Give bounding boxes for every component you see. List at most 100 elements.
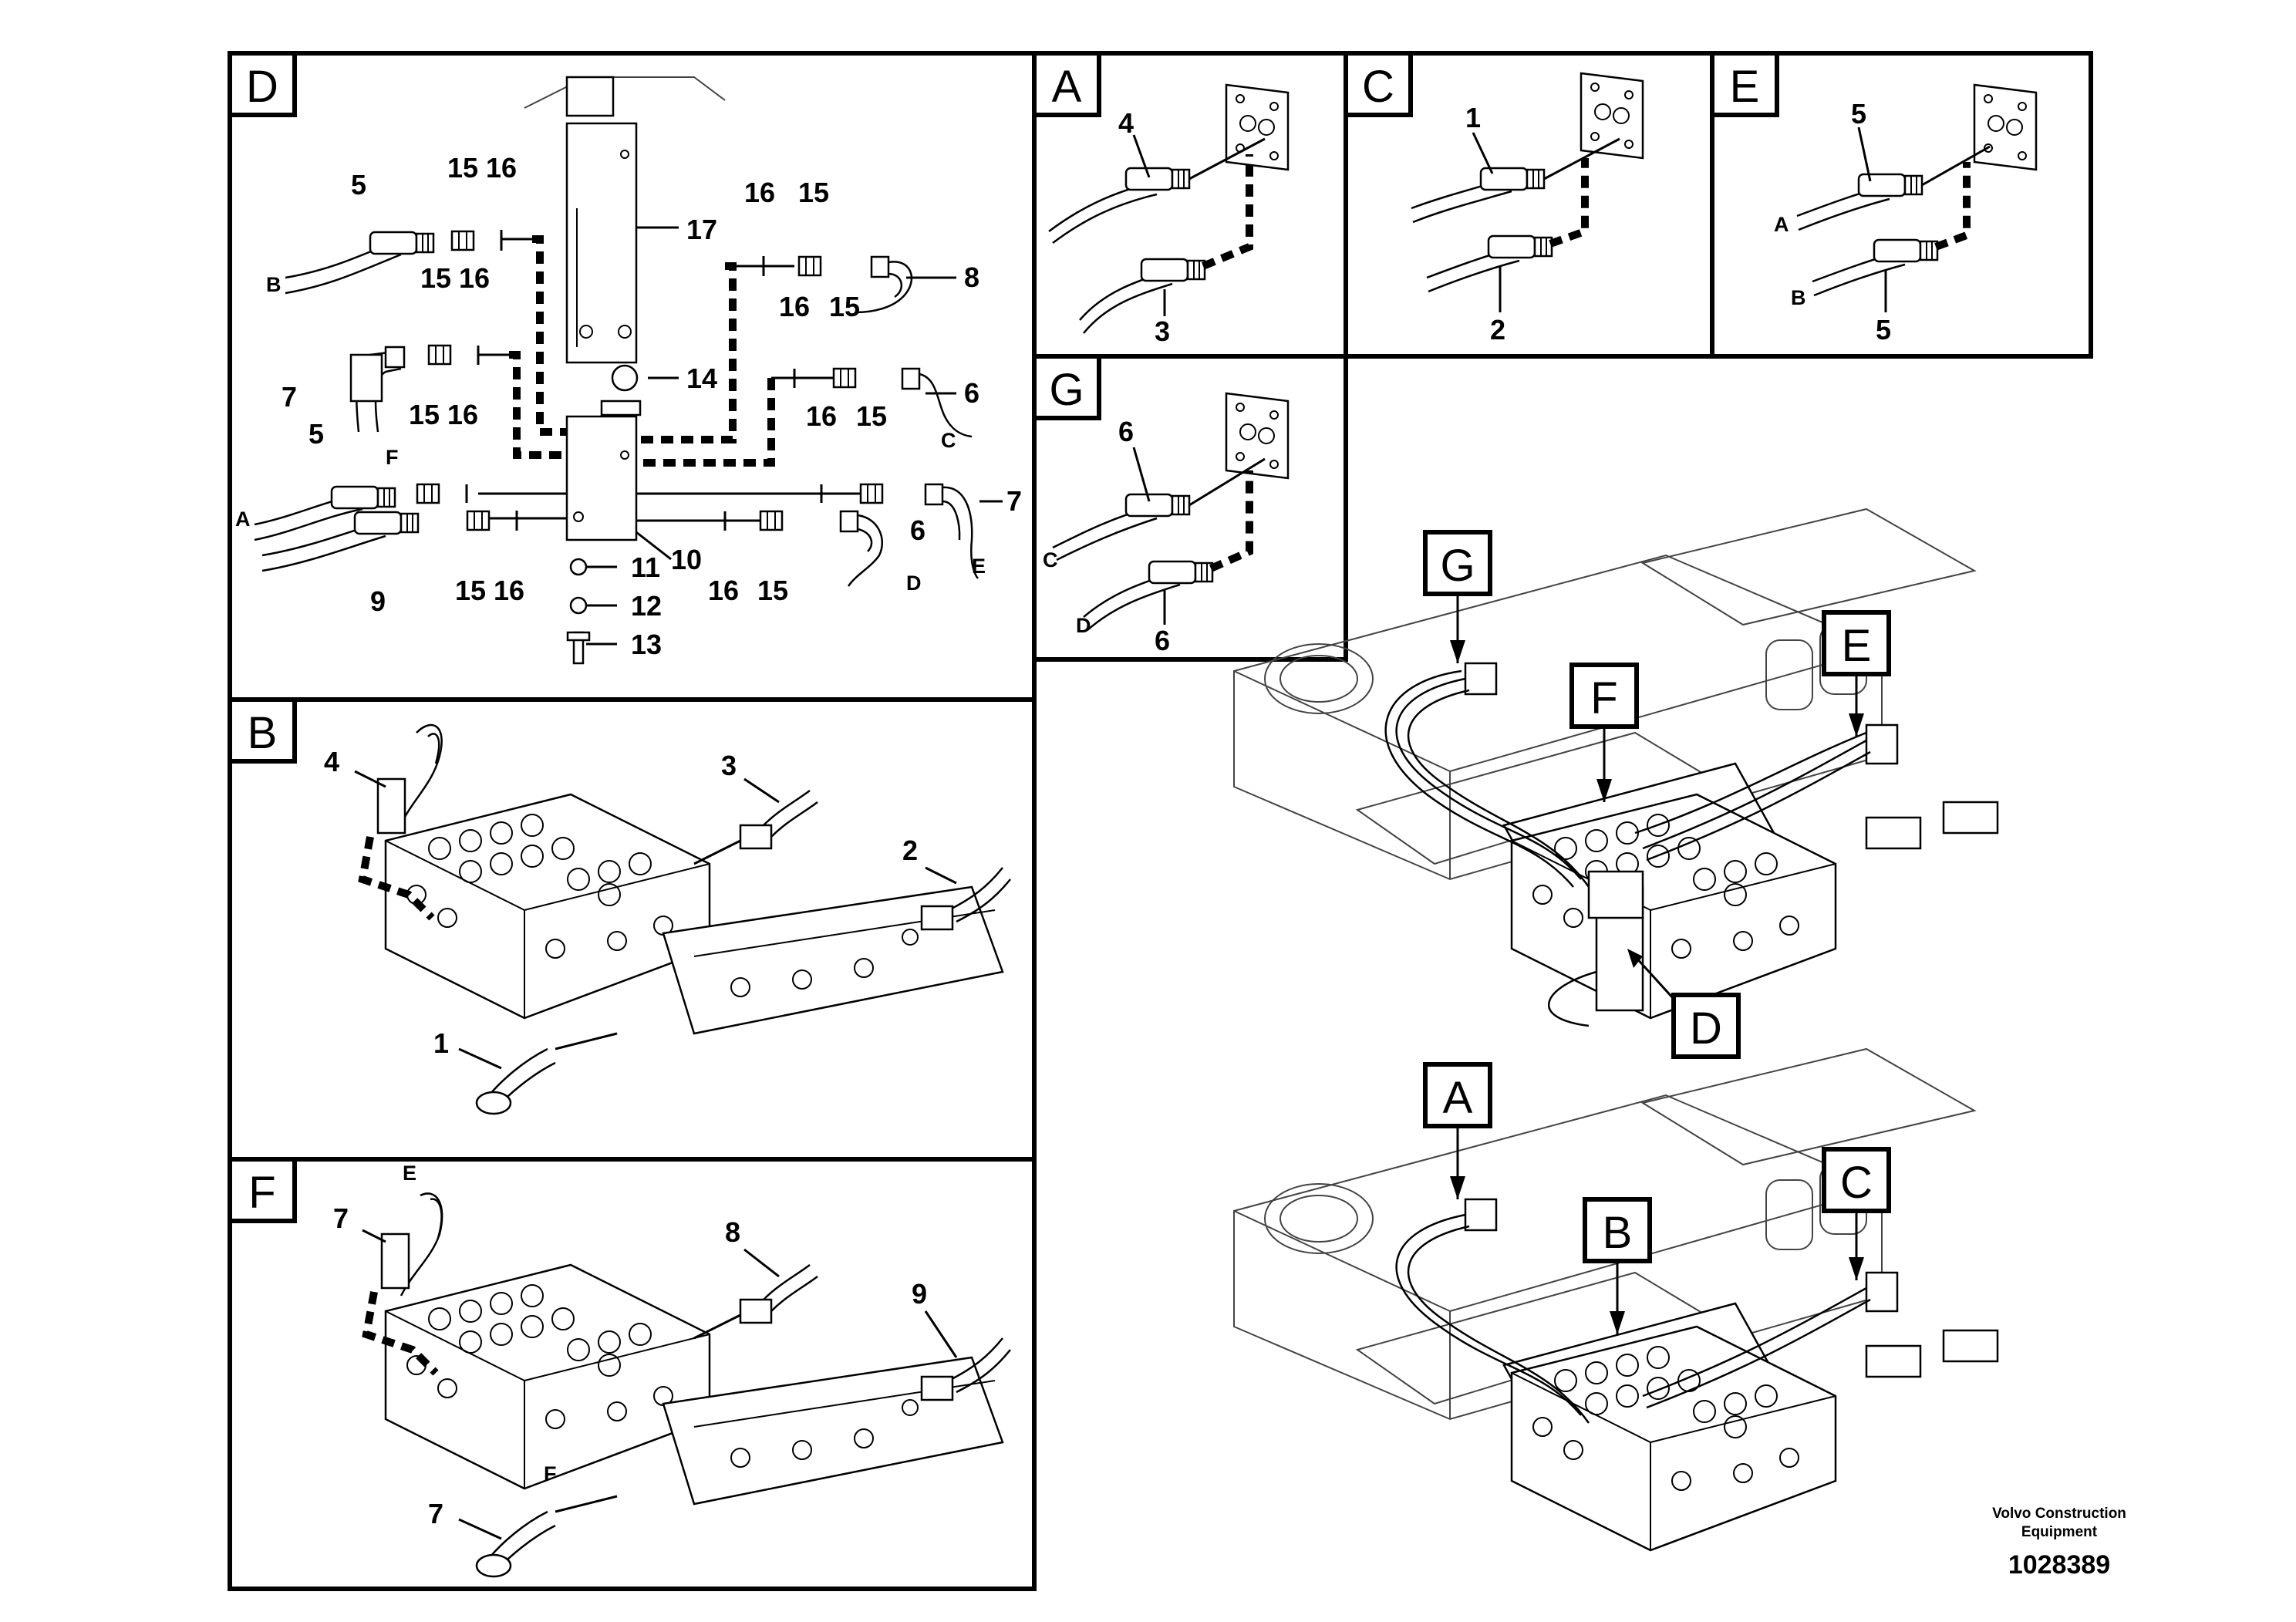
svg-text:D: D bbox=[906, 572, 922, 595]
svg-text:7: 7 bbox=[428, 1498, 443, 1529]
svg-text:E: E bbox=[1730, 62, 1760, 112]
svg-text:6: 6 bbox=[1155, 625, 1170, 656]
svg-text:E: E bbox=[972, 555, 986, 578]
svg-text:D: D bbox=[246, 62, 278, 112]
svg-text:5: 5 bbox=[1851, 98, 1866, 130]
svg-text:15: 15 bbox=[798, 177, 829, 208]
panel-f-drawing: 7 8 9 7 E F bbox=[333, 1162, 1011, 1578]
svg-text:F: F bbox=[544, 1462, 557, 1485]
svg-text:B: B bbox=[248, 708, 278, 758]
svg-text:14: 14 bbox=[686, 363, 717, 394]
overview-top-drawing: G F E D bbox=[1233, 508, 1999, 1059]
svg-text:C: C bbox=[1043, 548, 1058, 572]
svg-text:16: 16 bbox=[486, 152, 517, 184]
svg-text:6: 6 bbox=[964, 377, 979, 409]
svg-text:D: D bbox=[1076, 614, 1091, 637]
svg-text:16: 16 bbox=[447, 399, 478, 430]
panel-e-tag: E bbox=[1710, 51, 1779, 117]
svg-text:2: 2 bbox=[902, 835, 918, 866]
panel-g-frame bbox=[1032, 354, 1348, 662]
svg-text:C: C bbox=[1362, 62, 1394, 112]
svg-text:9: 9 bbox=[370, 585, 386, 617]
overview-callout-b: B bbox=[1583, 1197, 1652, 1334]
overview-callout-c: C bbox=[1822, 1147, 1891, 1280]
svg-text:7: 7 bbox=[1006, 485, 1022, 517]
svg-text:5: 5 bbox=[308, 418, 324, 450]
overview-bottom-drawing: A B C bbox=[1233, 1047, 1999, 1552]
company-line-2: Equipment bbox=[2021, 1524, 2098, 1540]
svg-text:13: 13 bbox=[631, 629, 662, 660]
svg-text:16: 16 bbox=[494, 575, 524, 606]
svg-text:F: F bbox=[386, 446, 399, 469]
svg-text:A: A bbox=[235, 508, 251, 531]
svg-text:C: C bbox=[941, 429, 956, 452]
drawing-number: 1028389 bbox=[2008, 1550, 2110, 1580]
footer: Volvo Construction Equipment 1028389 bbox=[1992, 1506, 2126, 1580]
panel-d-tag: D bbox=[228, 51, 297, 117]
svg-text:15: 15 bbox=[409, 399, 440, 430]
panel-e-drawing: 5 5 A B bbox=[1774, 83, 2038, 346]
svg-text:4: 4 bbox=[324, 746, 339, 777]
svg-text:G: G bbox=[1049, 365, 1084, 415]
svg-text:12: 12 bbox=[631, 590, 662, 622]
svg-text:8: 8 bbox=[964, 261, 979, 293]
svg-text:A: A bbox=[1443, 1073, 1473, 1123]
svg-text:G: G bbox=[1440, 541, 1475, 591]
svg-text:16: 16 bbox=[806, 400, 837, 432]
panel-d-schematic bbox=[254, 76, 1003, 665]
panel-b-drawing: 4 3 2 1 bbox=[324, 723, 1011, 1115]
company-line-1: Volvo Construction bbox=[1992, 1506, 2126, 1522]
svg-text:10: 10 bbox=[671, 544, 702, 575]
svg-text:3: 3 bbox=[1155, 315, 1170, 347]
svg-text:7: 7 bbox=[333, 1202, 349, 1234]
svg-text:D: D bbox=[1690, 1003, 1722, 1054]
svg-text:4: 4 bbox=[1118, 107, 1134, 139]
overview-callout-e: E bbox=[1822, 610, 1891, 737]
panel-g-tag: G bbox=[1032, 354, 1101, 420]
panel-g-drawing: 6 6 C D bbox=[1043, 392, 1290, 656]
panel-f-frame bbox=[228, 1157, 1037, 1591]
svg-text:A: A bbox=[1052, 62, 1082, 112]
overview-callout-d: D bbox=[1627, 949, 1741, 1059]
panel-c-drawing: 1 2 bbox=[1411, 72, 1644, 346]
svg-text:F: F bbox=[248, 1168, 275, 1218]
svg-text:16: 16 bbox=[744, 177, 775, 208]
svg-text:B: B bbox=[266, 273, 282, 296]
svg-text:16: 16 bbox=[779, 291, 810, 322]
svg-text:A: A bbox=[1774, 213, 1789, 236]
svg-text:E: E bbox=[1842, 621, 1872, 671]
svg-text:5: 5 bbox=[1876, 314, 1891, 346]
overview-callout-g: G bbox=[1423, 530, 1492, 663]
panel-a-drawing: 4 3 bbox=[1048, 83, 1290, 347]
svg-text:15: 15 bbox=[856, 400, 887, 432]
svg-text:3: 3 bbox=[721, 750, 737, 781]
svg-text:7: 7 bbox=[282, 381, 297, 413]
svg-text:11: 11 bbox=[631, 551, 660, 583]
svg-text:6: 6 bbox=[1118, 416, 1134, 447]
svg-text:9: 9 bbox=[912, 1278, 927, 1310]
svg-text:F: F bbox=[1590, 673, 1617, 723]
panel-f-tag: F bbox=[228, 1157, 297, 1223]
svg-text:8: 8 bbox=[725, 1216, 740, 1248]
svg-text:16: 16 bbox=[708, 575, 739, 606]
svg-text:5: 5 bbox=[351, 169, 366, 201]
svg-text:B: B bbox=[1791, 286, 1806, 309]
overview-callout-a: A bbox=[1423, 1062, 1492, 1199]
panel-c-tag: C bbox=[1344, 51, 1413, 117]
svg-text:2: 2 bbox=[1490, 314, 1505, 346]
panel-e-frame bbox=[1710, 51, 2093, 359]
panel-d-callouts: 5 15 16 17 16 15 8 15 16 16 15 7 14 6 5 … bbox=[235, 152, 1022, 660]
svg-text:15: 15 bbox=[757, 575, 788, 606]
svg-text:E: E bbox=[403, 1162, 416, 1185]
svg-text:C: C bbox=[1840, 1158, 1873, 1208]
svg-text:15: 15 bbox=[829, 291, 860, 322]
overview-callout-f: F bbox=[1569, 663, 1639, 802]
panel-a-tag: A bbox=[1032, 51, 1101, 117]
svg-text:15: 15 bbox=[447, 152, 478, 184]
svg-text:15: 15 bbox=[455, 575, 486, 606]
svg-text:1: 1 bbox=[1465, 102, 1481, 133]
svg-text:1: 1 bbox=[433, 1027, 449, 1059]
svg-text:B: B bbox=[1603, 1208, 1633, 1258]
panel-b-tag: B bbox=[228, 697, 297, 764]
